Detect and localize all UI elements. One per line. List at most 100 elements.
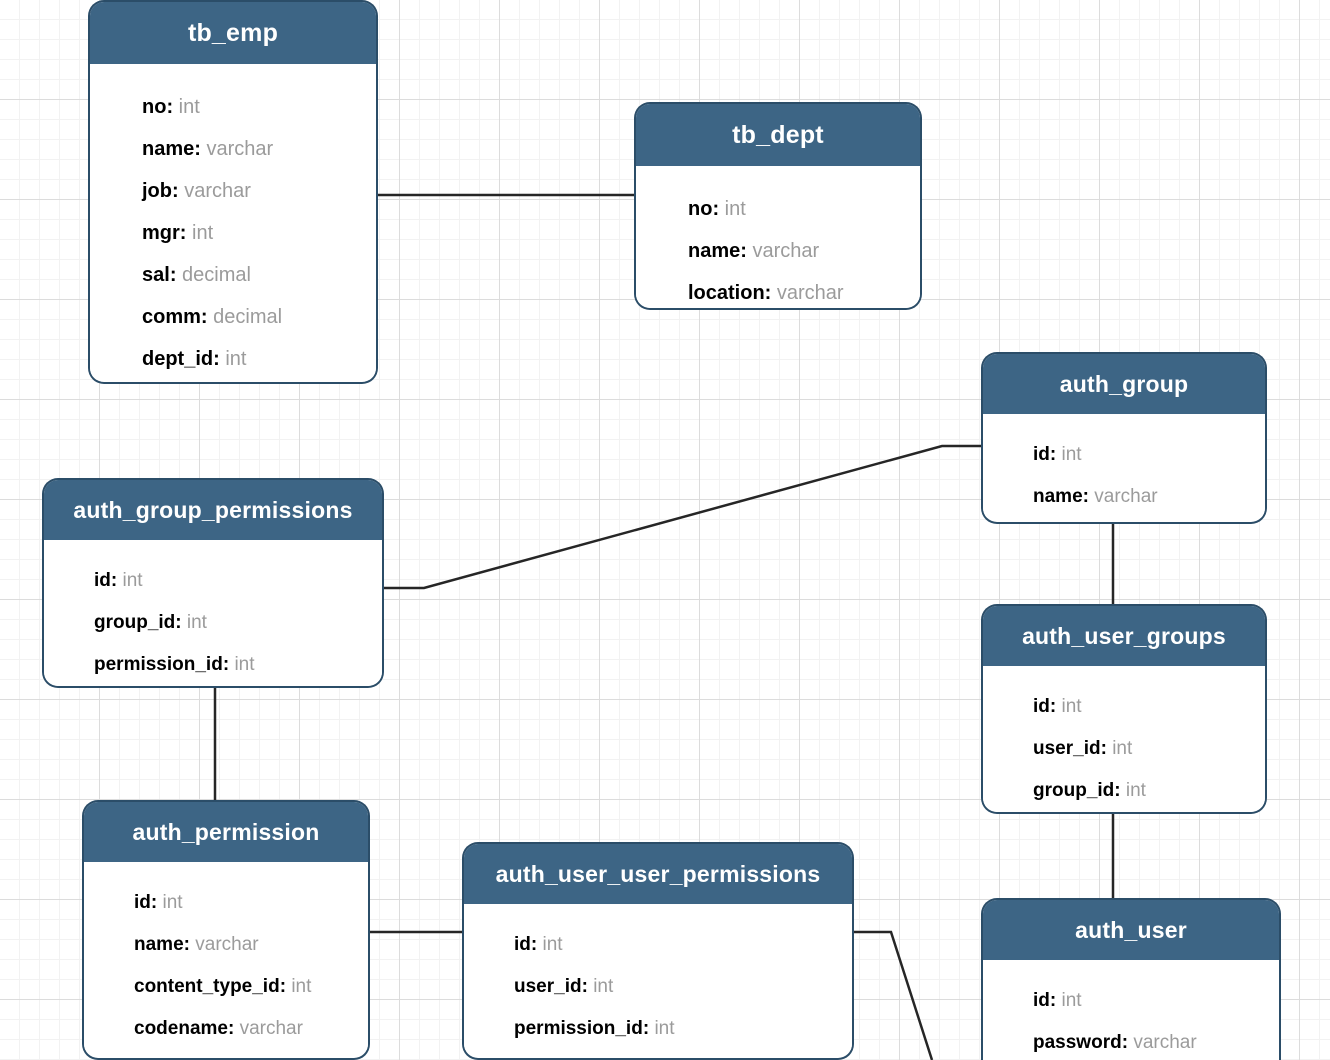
field-row: id: int (1033, 980, 1279, 1022)
field-name: codename (134, 1018, 228, 1039)
field-separator: : (764, 282, 777, 304)
field-type: int (186, 612, 207, 633)
field-separator: : (150, 892, 163, 913)
field-separator: : (1049, 444, 1062, 465)
field-row: comm: decimal (142, 296, 376, 338)
field-separator: : (166, 96, 179, 118)
field-type: int (654, 1018, 675, 1039)
field-row: permission_id: int (94, 644, 382, 686)
field-row: no: int (688, 188, 920, 230)
field-row: permission_id: int (514, 1008, 852, 1050)
entity-title-auth_user_groups: auth_user_groups (983, 606, 1265, 666)
field-separator: : (110, 570, 123, 591)
field-name: id (514, 934, 531, 955)
field-row: id: int (94, 560, 382, 602)
field-type: int (1125, 780, 1146, 801)
field-name: name (688, 240, 741, 262)
relationship-line (852, 930, 934, 1060)
field-row: no: int (142, 86, 376, 128)
field-name: id (1033, 990, 1050, 1011)
entity-title-tb_dept: tb_dept (636, 104, 920, 166)
relationship-line (382, 444, 983, 590)
field-name: job (142, 180, 172, 202)
field-separator: : (530, 934, 543, 955)
field-name: group_id (1033, 780, 1115, 801)
field-type: int (192, 222, 214, 244)
field-separator: : (279, 976, 292, 997)
field-name: no (688, 198, 713, 220)
field-row: id: int (1033, 686, 1265, 728)
field-row: content_type_id: int (134, 966, 368, 1008)
field-type: int (1061, 696, 1082, 717)
field-name: dept_id (142, 348, 214, 370)
field-name: password (1033, 1032, 1122, 1053)
field-type: varchar (1133, 1032, 1197, 1053)
field-row: group_id: int (94, 602, 382, 644)
field-separator: : (172, 180, 185, 202)
field-row: id: int (514, 924, 852, 966)
field-name: permission_id (94, 654, 223, 675)
field-separator: : (581, 976, 594, 997)
entity-title-auth_permission: auth_permission (84, 802, 368, 862)
field-name: id (1033, 696, 1050, 717)
field-row: job: varchar (142, 170, 376, 212)
field-type: int (724, 198, 746, 220)
field-separator: : (222, 654, 235, 675)
entity-title-auth_group_permissions: auth_group_permissions (44, 480, 382, 540)
field-type: varchar (184, 180, 251, 202)
field-name: permission_id (514, 1018, 643, 1039)
field-row: name: varchar (688, 230, 920, 272)
entity-fields-auth_group: id: int name: varchar (983, 414, 1265, 518)
field-type: varchar (1094, 486, 1158, 507)
field-type: varchar (752, 240, 820, 262)
field-row: name: varchar (134, 924, 368, 966)
field-separator: : (1049, 696, 1062, 717)
field-separator: : (175, 612, 187, 633)
field-name: id (94, 570, 111, 591)
field-separator: : (194, 138, 207, 160)
field-type: varchar (206, 138, 274, 160)
field-row: name: varchar (1033, 476, 1265, 518)
field-row: location: varchar (688, 272, 920, 308)
field-separator: : (1100, 738, 1113, 759)
field-separator: : (227, 1018, 240, 1039)
field-separator: : (712, 198, 725, 220)
field-type: int (593, 976, 614, 997)
field-separator: : (642, 1018, 655, 1039)
field-separator: : (179, 222, 193, 244)
field-row: id: int (134, 882, 368, 924)
field-name: name (1033, 486, 1083, 507)
field-name: content_type_id (134, 976, 280, 997)
field-type: int (542, 934, 563, 955)
field-name: name (134, 934, 184, 955)
field-type: varchar (239, 1018, 303, 1039)
field-name: location (688, 282, 765, 304)
field-row: name: varchar (142, 128, 376, 170)
field-name: id (1033, 444, 1050, 465)
entity-title-auth_group: auth_group (983, 354, 1265, 414)
field-name: no (142, 96, 167, 118)
field-separator: : (1121, 1032, 1134, 1053)
field-separator: : (1049, 990, 1062, 1011)
field-separator: : (740, 240, 753, 262)
field-separator: : (1082, 486, 1095, 507)
field-separator: : (1114, 780, 1126, 801)
field-separator: : (200, 306, 214, 328)
field-type: int (178, 96, 200, 118)
entity-title-auth_user: auth_user (983, 900, 1279, 960)
field-type: int (1061, 444, 1082, 465)
